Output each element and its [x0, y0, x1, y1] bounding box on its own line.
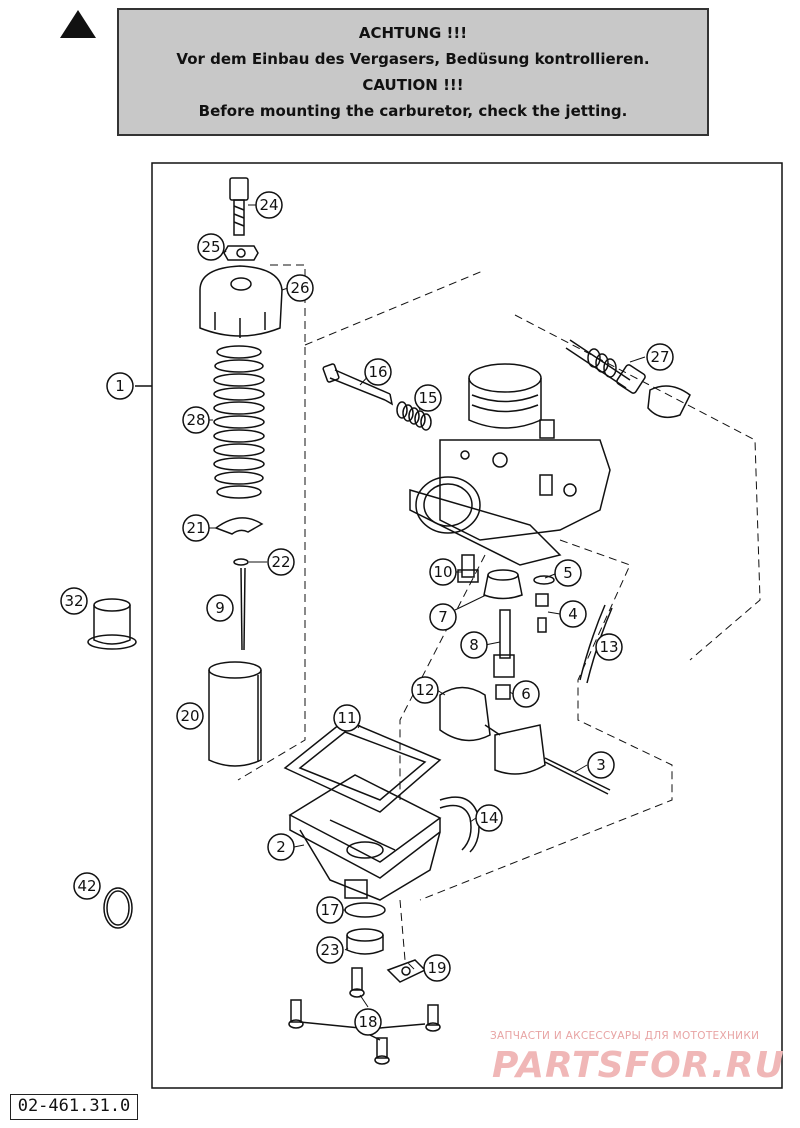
- callout-12: 12: [415, 681, 434, 699]
- warning-triangle-icon: [60, 10, 96, 38]
- callout-14: 14: [479, 809, 498, 827]
- callout-32: 32: [64, 592, 83, 610]
- callout-16: 16: [368, 363, 387, 381]
- callout-11: 11: [337, 709, 356, 727]
- callout-13: 13: [599, 638, 618, 656]
- callout-15: 15: [418, 389, 437, 407]
- caution-line-de-text: Vor dem Einbau des Vergasers, Bedüsung k…: [176, 50, 650, 68]
- callout-10: 10: [433, 563, 452, 581]
- callout-42: 42: [77, 877, 96, 895]
- callout-4: 4: [568, 605, 578, 623]
- callout-23: 23: [320, 941, 339, 959]
- watermark-logo: PARTSFOR.RU: [492, 1045, 785, 1086]
- caution-box: ACHTUNG !!! Vor dem Einbau des Vergasers…: [117, 8, 709, 136]
- callout-3: 3: [596, 756, 606, 774]
- callout-25: 25: [201, 238, 220, 256]
- assembly-frame: [151, 162, 783, 1089]
- callout-6: 6: [521, 685, 531, 703]
- watermark-caption: ЗАПЧАСТИ И АКСЕССУАРЫ ДЛЯ МОТОТЕХНИКИ: [490, 1030, 760, 1042]
- callout-7: 7: [438, 608, 448, 626]
- callout-26: 26: [290, 279, 309, 297]
- callout-21: 21: [186, 519, 205, 537]
- caution-line-en-title: CAUTION !!!: [362, 76, 464, 94]
- callout-2: 2: [276, 838, 286, 856]
- callout-18: 18: [358, 1013, 377, 1031]
- callout-19: 19: [427, 959, 446, 977]
- caution-line-en-text: Before mounting the carburetor, check th…: [198, 102, 628, 120]
- callout-20: 20: [180, 707, 199, 725]
- callout-8: 8: [469, 636, 479, 654]
- callout-17: 17: [320, 901, 339, 919]
- callout-27: 27: [650, 348, 669, 366]
- callout-28: 28: [186, 411, 205, 429]
- callout-22: 22: [271, 553, 290, 571]
- callout-5: 5: [563, 564, 573, 582]
- callout-9: 9: [215, 599, 225, 617]
- caution-line-de-title: ACHTUNG !!!: [358, 24, 468, 42]
- callout-1: 1: [115, 377, 125, 395]
- callout-24: 24: [259, 196, 278, 214]
- document-number: 02-461.31.0: [10, 1094, 138, 1120]
